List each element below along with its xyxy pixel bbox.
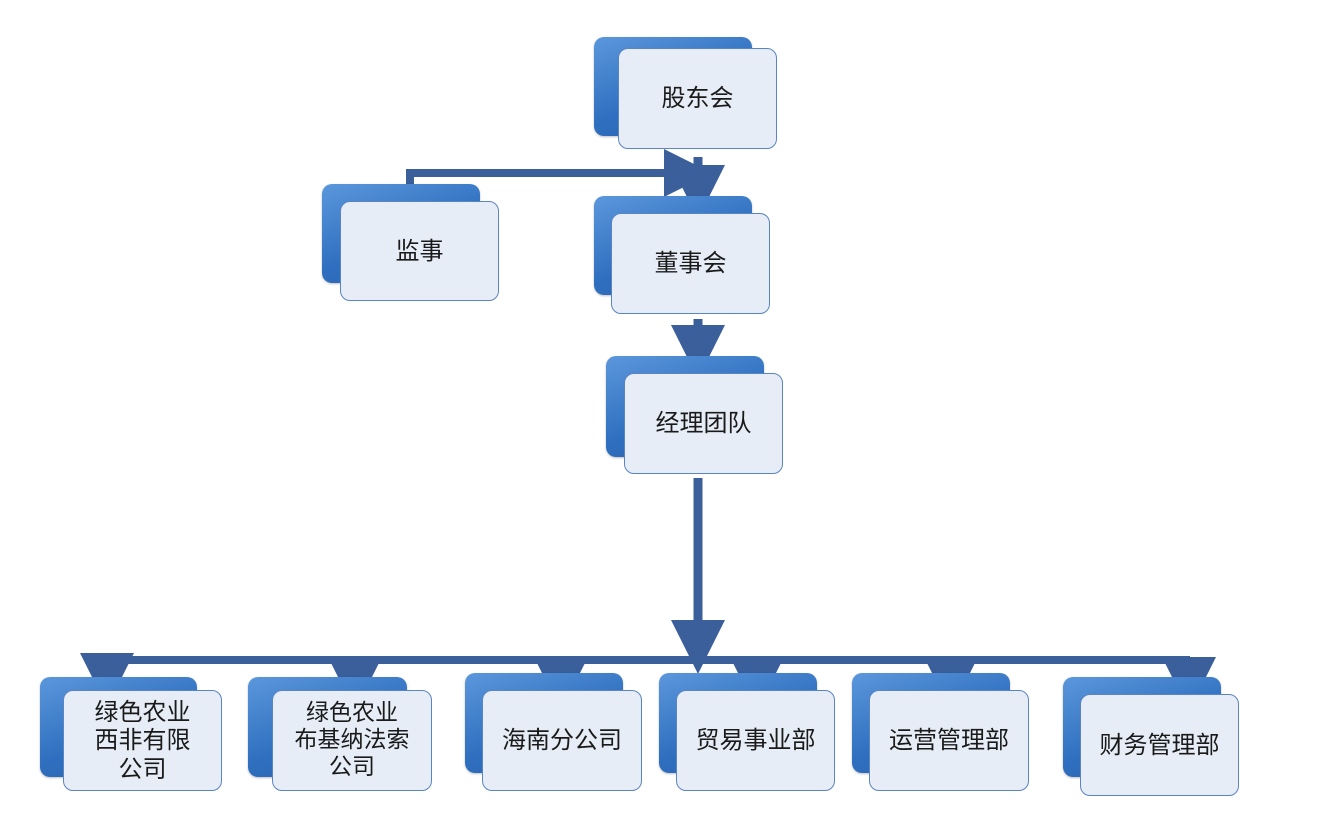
node-west-africa-line-1: 绿色农业: [94, 698, 191, 727]
node-shareholders-label: 股东会: [661, 84, 734, 113]
node-burkina-faso-line-1: 绿色农业: [306, 699, 398, 726]
node-operations-label: 运营管理部: [889, 726, 1009, 755]
node-management-label: 经理团队: [655, 409, 752, 438]
node-supervisor-label: 监事: [395, 236, 444, 265]
connector-supervisor: [406, 149, 712, 197]
node-board-label: 董事会: [654, 249, 727, 278]
node-finance-label: 财务管理部: [1099, 730, 1220, 759]
node-west-africa-line-3: 公司: [118, 754, 167, 783]
node-trade-label: 贸易事业部: [695, 726, 816, 755]
node-burkina-faso-line-2: 布基纳法索: [294, 726, 410, 753]
node-west-africa-line-2: 西非有限: [94, 726, 191, 755]
node-hainan-label: 海南分公司: [502, 726, 622, 755]
node-burkina-faso-line-3: 公司: [329, 754, 375, 781]
